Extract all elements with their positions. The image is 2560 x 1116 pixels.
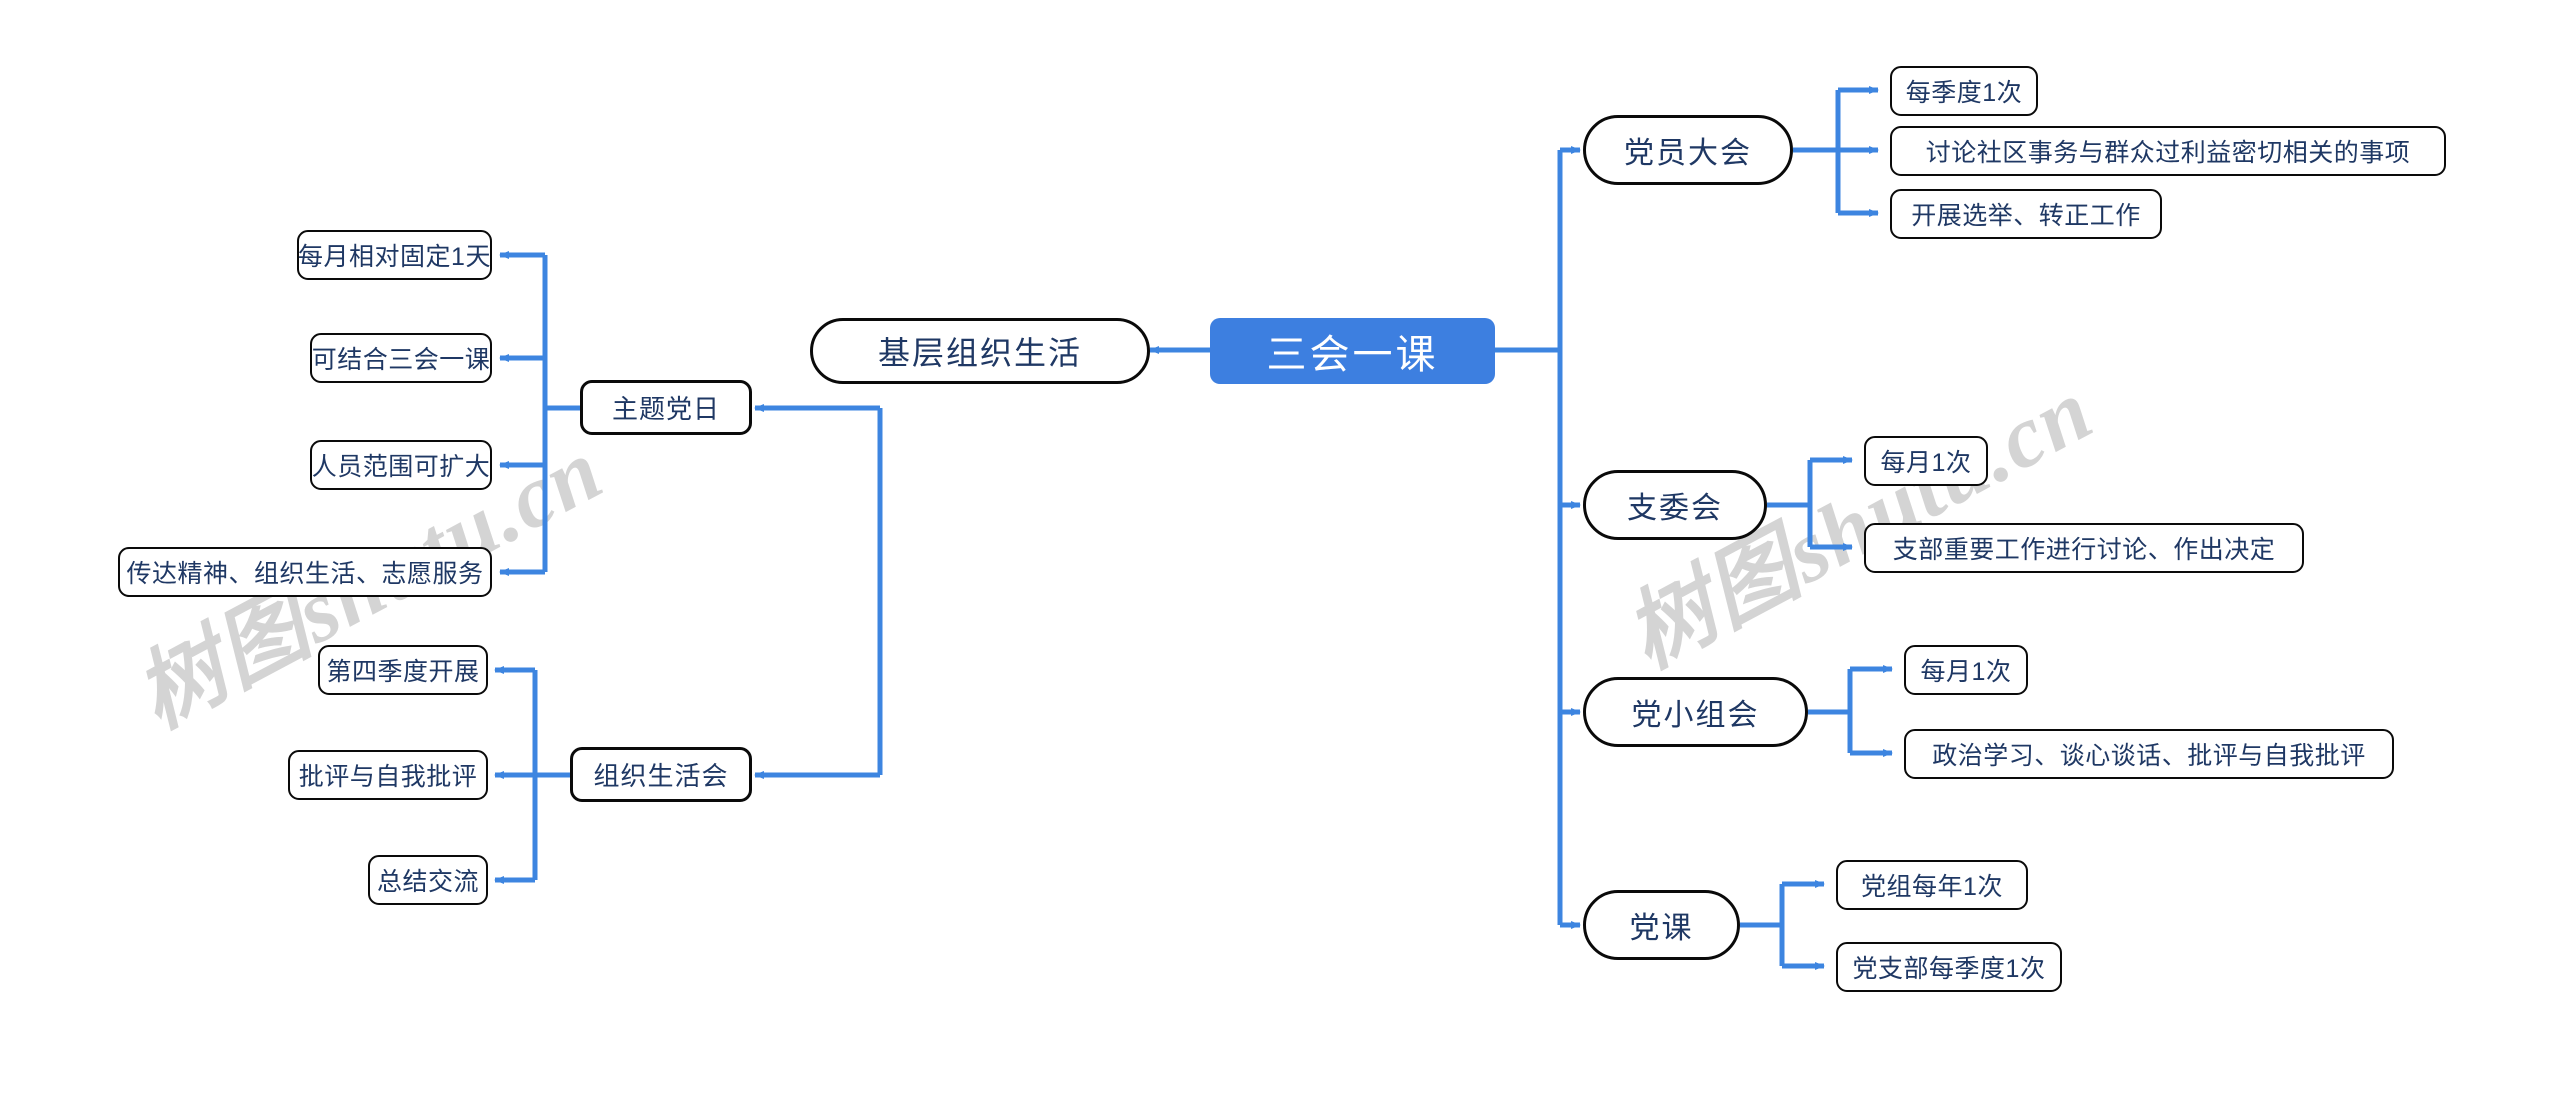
leaf-meijidu-1ci[interactable]: 每季度1次 <box>1890 66 2038 116</box>
leaf-piping-yu-ziwo-piping[interactable]: 批评与自我批评 <box>288 750 488 800</box>
node-zhuti-dangri[interactable]: 主题党日 <box>580 380 752 435</box>
leaf-taolun-shequ-shiwu[interactable]: 讨论社区事务与群众过利益密切相关的事项 <box>1890 126 2446 176</box>
leaf-chuanda-jingshen-zuzhi-shenghuo-zhiyuan-fuwu[interactable]: 传达精神、组织生活、志愿服务 <box>118 547 492 597</box>
node-dang-xiaozuhui[interactable]: 党小组会 <box>1583 677 1808 747</box>
leaf-meiyue-xiangdui-guding-1tian[interactable]: 每月相对固定1天 <box>297 230 492 280</box>
leaf-dangzhibu-meijidu-1ci[interactable]: 党支部每季度1次 <box>1836 942 2062 992</box>
leaf-kejiehe-sanhuiyike[interactable]: 可结合三会一课 <box>310 333 492 383</box>
leaf-zhibu-zhongyao-gongzuo-taolun[interactable]: 支部重要工作进行讨论、作出决定 <box>1864 523 2304 573</box>
leaf-renyuan-fanwei-ke-kuoda[interactable]: 人员范围可扩大 <box>310 440 492 490</box>
leaf-zongjie-jiaoliu[interactable]: 总结交流 <box>368 855 488 905</box>
node-jiceng-zuzhi-shenghuo[interactable]: 基层组织生活 <box>810 318 1150 384</box>
leaf-meiyue-1ci-zhiweihui[interactable]: 每月1次 <box>1864 436 1988 486</box>
leaf-kaizhan-xuanju-zhuanzheng-gongzuo[interactable]: 开展选举、转正工作 <box>1890 189 2162 239</box>
node-zhiweihui[interactable]: 支委会 <box>1583 470 1767 540</box>
node-dangyuan-dahui[interactable]: 党员大会 <box>1583 115 1793 185</box>
leaf-dangzu-meinian-1ci[interactable]: 党组每年1次 <box>1836 860 2028 910</box>
root-node-sanhuiyike[interactable]: 三会一课 <box>1210 318 1495 384</box>
node-zuzhi-shenghuohui[interactable]: 组织生活会 <box>570 747 752 802</box>
leaf-zhengzhi-xuexi-tanxin-tanhua[interactable]: 政治学习、谈心谈话、批评与自我批评 <box>1904 729 2394 779</box>
leaf-disi-jidu-kaizhan[interactable]: 第四季度开展 <box>318 645 488 695</box>
leaf-meiyue-1ci-dangxiaozuhui[interactable]: 每月1次 <box>1904 645 2028 695</box>
node-dangke[interactable]: 党课 <box>1583 890 1740 960</box>
